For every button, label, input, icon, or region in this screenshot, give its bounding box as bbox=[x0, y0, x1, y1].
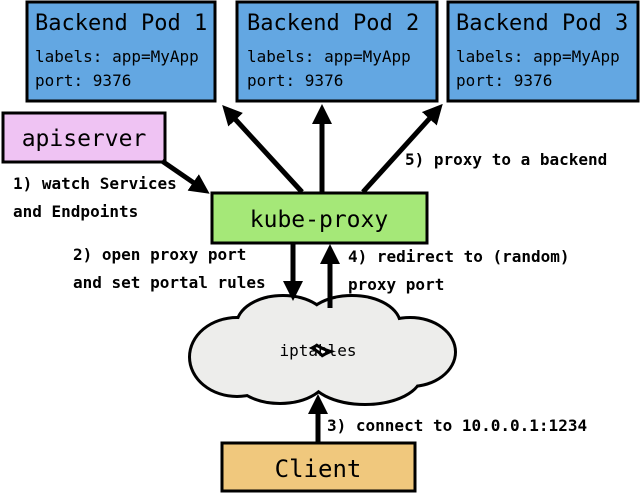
kube-proxy-box bbox=[210, 191, 429, 245]
arrow-kube-proxy-to-pod1 bbox=[222, 105, 304, 194]
client-node: Client bbox=[220, 441, 417, 493]
backend-pod-2-box bbox=[235, 0, 439, 103]
client-label: Client bbox=[275, 455, 362, 483]
kube-proxy-label: kube-proxy bbox=[250, 207, 388, 233]
backend-pod-3-title: Backend Pod 3 bbox=[456, 11, 628, 36]
cloud-bump-fill bbox=[238, 297, 328, 353]
backend-pod-2-title: Backend Pod 2 bbox=[247, 11, 419, 36]
step3-label: 3) connect to 10.0.0.1:1234 bbox=[327, 416, 587, 435]
step2-label-line1: 2) open proxy port bbox=[73, 245, 246, 264]
backend-pod-1-title: Backend Pod 1 bbox=[35, 11, 207, 36]
step1-label-line1: 1) watch Services bbox=[13, 174, 177, 193]
iptables-label: iptables bbox=[279, 341, 356, 360]
backend-pod-1-node: Backend Pod 1 labels: app=MyApp port: 93… bbox=[25, 0, 217, 103]
backend-pod-1-box bbox=[25, 0, 217, 103]
iptables-cloud-node: iptables bbox=[188, 294, 457, 406]
backend-pod-1-port: port: 9376 bbox=[35, 71, 131, 90]
backend-pod-1-labels: labels: app=MyApp bbox=[35, 47, 199, 66]
backend-pod-2-node: Backend Pod 2 labels: app=MyApp port: 93… bbox=[235, 0, 439, 103]
apiserver-node: apiserver bbox=[1, 111, 167, 164]
step1-label-line2: and Endpoints bbox=[13, 202, 138, 221]
arrow-kube-proxy-to-pod3 bbox=[361, 103, 443, 194]
step4-label-line1: 4) redirect to (random) bbox=[348, 247, 570, 266]
step5-label: 5) proxy to a backend bbox=[405, 150, 607, 169]
backend-pod-2-labels: labels: app=MyApp bbox=[247, 47, 411, 66]
apiserver-box bbox=[1, 111, 167, 164]
backend-pod-3-node: Backend Pod 3 labels: app=MyApp port: 93… bbox=[446, 0, 640, 103]
apiserver-label: apiserver bbox=[22, 126, 147, 152]
step4-label-line2: proxy port bbox=[348, 275, 444, 294]
backend-pod-3-labels: labels: app=MyApp bbox=[456, 47, 620, 66]
cloud-bump-fill bbox=[310, 347, 420, 403]
kube-proxy-node: kube-proxy bbox=[210, 191, 429, 245]
step2-label-line2: and set portal rules bbox=[73, 273, 266, 292]
arrow-apiserver-to-kube-proxy bbox=[160, 158, 210, 194]
backend-pod-3-port: port: 9376 bbox=[456, 71, 552, 90]
backend-pod-3-box bbox=[446, 0, 640, 103]
backend-pod-2-port: port: 9376 bbox=[247, 71, 343, 90]
cloud-bump-fill bbox=[232, 342, 328, 402]
iptables-cloud-body bbox=[191, 297, 454, 403]
